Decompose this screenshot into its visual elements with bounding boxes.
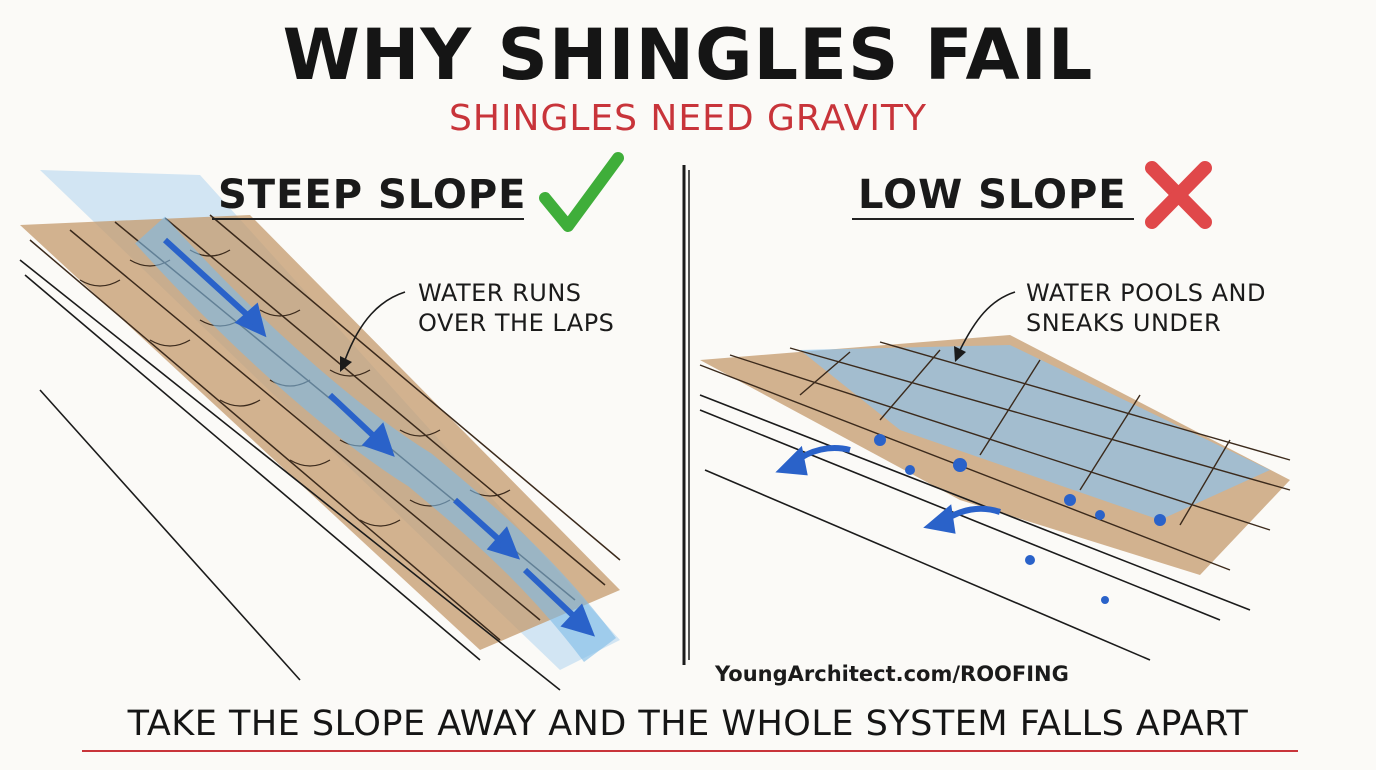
page-subtitle: SHINGLES NEED GRAVITY <box>448 98 928 139</box>
steep-slope-roof <box>19 170 621 691</box>
low-slope-callout: WATER POOLS AND SNEAKS UNDER <box>1026 278 1326 338</box>
tagline-underline <box>82 750 1298 752</box>
low-slope-roof <box>699 335 1291 661</box>
check-mark-icon <box>539 152 624 232</box>
steep-slope-heading: STEEP SLOPE <box>218 172 527 218</box>
low-slope-heading: LOW SLOPE <box>858 172 1127 218</box>
tagline: TAKE THE SLOPE AWAY AND THE WHOLE SYSTEM… <box>127 704 1249 744</box>
steep-slope-underline <box>212 218 524 220</box>
left-callout-leader <box>344 291 406 361</box>
left-callout-arrowhead <box>340 356 352 372</box>
right-callout-arrowhead <box>954 346 966 362</box>
steep-slope-callout: WATER RUNS OVER THE LAPS <box>418 278 648 338</box>
low-slope-callout-line: WATER POOLS AND <box>1026 279 1266 307</box>
website-link[interactable]: YoungArchitect.com/ROOFING <box>715 662 1069 686</box>
steep-slope-callout-line: OVER THE LAPS <box>418 309 615 337</box>
steep-slope-callout-line: WATER RUNS <box>418 279 582 307</box>
low-slope-underline <box>852 218 1134 220</box>
low-slope-callout-line: SNEAKS UNDER <box>1026 309 1222 337</box>
x-mark-icon <box>1145 161 1212 229</box>
right-callout-leader <box>959 291 1016 351</box>
page-title: WHY SHINGLES FAIL <box>282 14 1094 96</box>
